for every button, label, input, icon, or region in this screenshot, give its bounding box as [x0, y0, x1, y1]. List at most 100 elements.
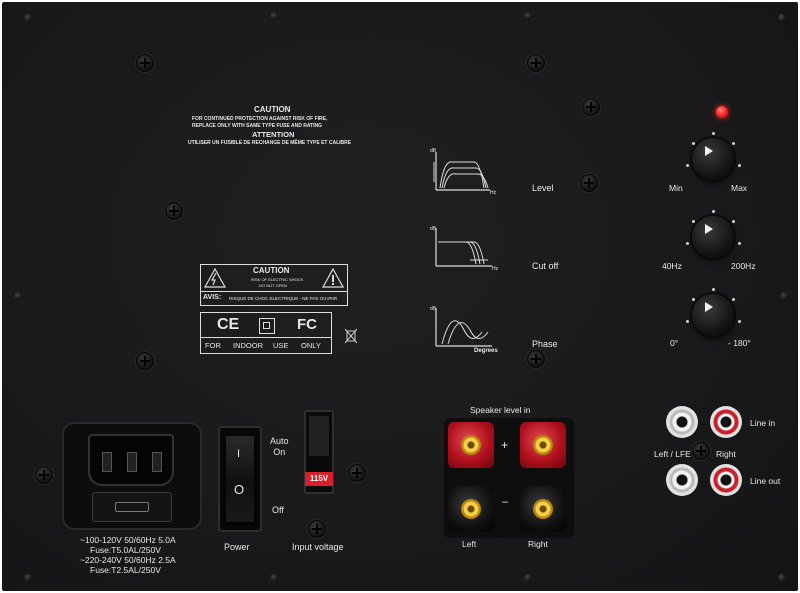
- screw-icon: [308, 520, 326, 538]
- cutoff-label: Cut off: [532, 261, 559, 271]
- certification-label: CE FC FOR INDOOR USE ONLY: [200, 312, 332, 354]
- screw-icon: [348, 464, 366, 482]
- left-lfe-label: Left / LFE: [654, 449, 691, 459]
- shock-line2: DO NOT OPEN: [259, 283, 287, 288]
- input-voltage-label: Input voltage: [292, 542, 344, 552]
- power-spec: Fuse:T5.0AL/250V: [90, 545, 161, 555]
- line-in-left-jack[interactable]: [666, 406, 698, 438]
- level-graph-y: dB: [430, 148, 437, 154]
- fc-mark: FC: [297, 316, 317, 333]
- shock-line1: RISK OF ELECTRIC SHOCK: [251, 277, 304, 282]
- warning-label: CAUTION RISK OF ELECTRIC SHOCK DO NOT OP…: [200, 264, 348, 306]
- attention-line: UTILISER UN FUSIBLE DE RECHANGE DE MÊME …: [188, 140, 352, 146]
- level-knob[interactable]: [692, 138, 734, 180]
- double-insulation-icon: [259, 318, 275, 334]
- screw-icon: [527, 350, 545, 368]
- power-spec: ~100-120V 50/60Hz 5.0A: [80, 535, 176, 545]
- caution-line1: FOR CONTINUED PROTECTION AGAINST RISK OF…: [192, 116, 328, 122]
- speaker-plus: +: [501, 438, 509, 452]
- phase-max: - 180°: [728, 338, 751, 348]
- speaker-minus: –: [502, 496, 509, 508]
- cutoff-min: 40Hz: [662, 261, 682, 271]
- mount-hole-icon: [270, 12, 278, 20]
- screw-icon: [527, 54, 545, 72]
- mount-hole-icon: [524, 12, 532, 20]
- mount-hole-icon: [778, 14, 786, 22]
- line-out-left-jack[interactable]: [666, 464, 698, 496]
- speaker-left-minus-terminal[interactable]: [448, 486, 494, 532]
- power-spec: ~220-240V 50/60Hz 2.5A: [80, 555, 176, 565]
- avis-text: RISQUE DE CHOC ELECTRIQUE - NE PAS OUVRI…: [229, 296, 338, 301]
- line-out-right-jack[interactable]: [710, 464, 742, 496]
- fuse-icon: [115, 502, 149, 512]
- level-label: Level: [532, 183, 554, 193]
- power-socket[interactable]: [88, 434, 174, 486]
- mount-hole-icon: [780, 292, 788, 300]
- caution-title: CAUTION: [254, 105, 291, 114]
- mount-hole-icon: [270, 574, 278, 582]
- voltage-selector[interactable]: 115V: [304, 410, 334, 494]
- screw-icon: [692, 442, 710, 460]
- power-label: Power: [224, 542, 250, 552]
- screw-icon: [136, 54, 154, 72]
- screw-icon: [35, 466, 53, 484]
- weee-bin-icon: [344, 328, 358, 344]
- cutoff-graph-icon: [435, 228, 492, 267]
- line-in-label: Line in: [750, 418, 776, 428]
- line-right-label: Right: [716, 449, 736, 459]
- phase-knob[interactable]: [692, 294, 734, 336]
- phase-graph: dB Degrees: [430, 302, 510, 358]
- warning-triangle-icon: [204, 268, 226, 288]
- phase-min: 0°: [670, 338, 679, 348]
- power-inlet[interactable]: [62, 422, 202, 530]
- phase-graph-x: Degrees: [474, 348, 498, 354]
- phase-graph-icon: [435, 308, 492, 347]
- line-in-right-jack[interactable]: [710, 406, 742, 438]
- fuse-drawer[interactable]: [92, 492, 172, 522]
- voltage-value: 115V: [305, 472, 333, 486]
- cutoff-max: 200Hz: [731, 261, 756, 271]
- cert-word: USE: [273, 341, 289, 350]
- mount-hole-icon: [778, 574, 786, 582]
- phase-graph-y: dB: [430, 306, 437, 312]
- level-min: Min: [669, 183, 683, 193]
- cert-word: ONLY: [301, 341, 321, 350]
- power-led: [716, 106, 728, 118]
- mount-hole-icon: [24, 574, 32, 582]
- cutoff-graph-y: dB: [430, 226, 437, 232]
- mount-hole-icon: [14, 292, 22, 300]
- level-graph: dB Hz: [430, 148, 502, 198]
- cutoff-knob[interactable]: [692, 216, 734, 258]
- screw-icon: [582, 98, 600, 116]
- exclamation-triangle-icon: [322, 268, 344, 288]
- warning-title: CAUTION: [253, 266, 290, 275]
- level-max: Max: [731, 183, 748, 193]
- ce-mark: CE: [217, 316, 240, 333]
- speaker-right-plus-terminal[interactable]: [520, 422, 566, 468]
- mount-hole-icon: [524, 574, 532, 582]
- auto-on-label: Auto On: [270, 436, 289, 457]
- attention-title: ATTENTION: [252, 130, 295, 139]
- screw-icon: [580, 174, 598, 192]
- line-out-label: Line out: [750, 476, 781, 486]
- speaker-title: Speaker level in: [470, 405, 531, 415]
- speaker-left-label: Left: [462, 539, 477, 549]
- level-graph-x: Hz: [490, 190, 497, 196]
- avis-label: AVIS:: [203, 294, 222, 301]
- power-spec: Fuse:T2.5AL/250V: [90, 565, 161, 575]
- speaker-left-plus-terminal[interactable]: [448, 422, 494, 468]
- phase-label: Phase: [532, 339, 558, 349]
- off-label: Off: [272, 505, 284, 515]
- screw-icon: [165, 202, 183, 220]
- screw-icon: [136, 352, 154, 370]
- caution-line2: REPLACE ONLY WITH SAME TYPE FUSE AND RAT…: [192, 123, 323, 129]
- mount-hole-icon: [24, 14, 32, 22]
- switch-on-symbol: I: [237, 448, 241, 460]
- speaker-right-minus-terminal[interactable]: [520, 486, 566, 532]
- level-graph-icon: [433, 152, 490, 191]
- power-switch[interactable]: I O: [218, 426, 262, 532]
- cutoff-graph: dB Hz: [430, 224, 502, 274]
- cutoff-graph-x: Hz: [492, 266, 499, 272]
- cert-word: INDOOR: [233, 341, 263, 350]
